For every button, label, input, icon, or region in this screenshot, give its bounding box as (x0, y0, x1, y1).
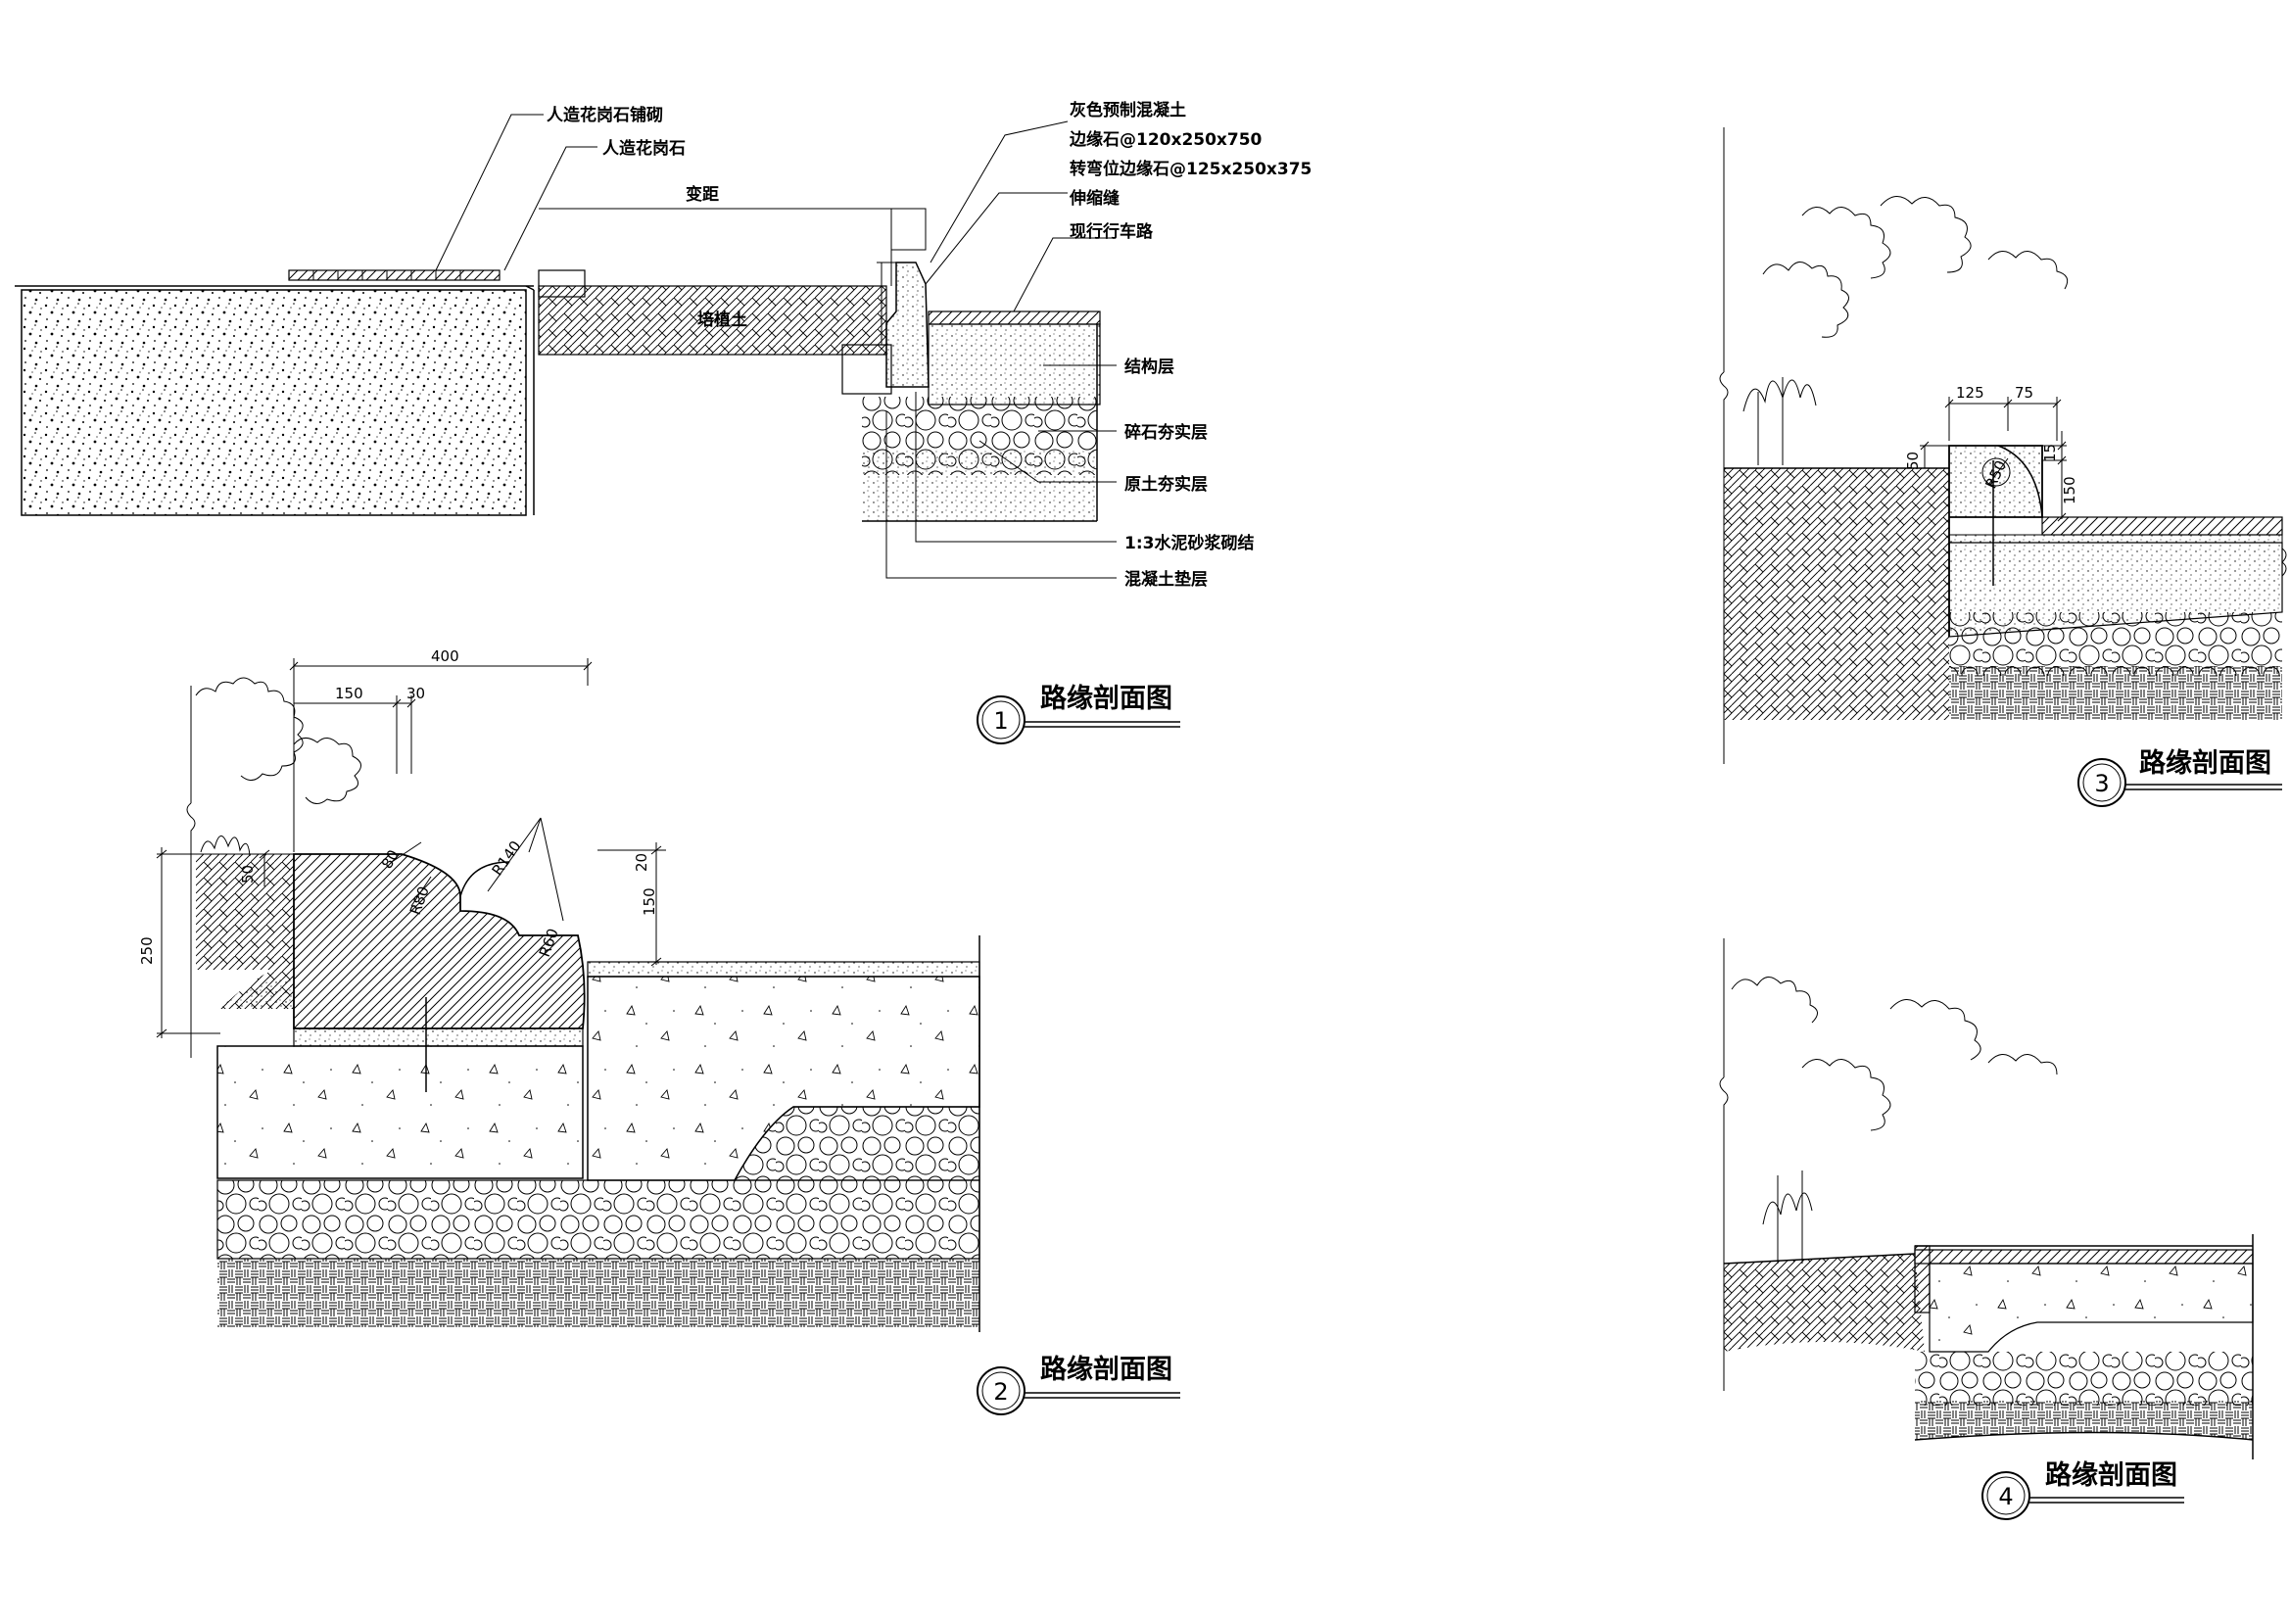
tree-foliage-3 (1762, 262, 1849, 338)
road-surface (928, 310, 1101, 325)
section-4-title-block: 4 路缘剖面图 (1981, 1459, 2184, 1520)
section-1-number: 1 (993, 707, 1008, 735)
section-3-number: 3 (2094, 770, 2109, 797)
label-expansion-joint: 伸缩缝 (1069, 188, 1120, 209)
gravel-layer-2 (216, 1179, 980, 1260)
label-planting-soil: 培植土 (697, 310, 747, 330)
tree-foliage-4 (1731, 977, 1818, 1024)
label-concrete-base: 混凝土垫层 (1124, 569, 1208, 590)
dim-400: 400 (431, 647, 459, 665)
gravel-layer-3 (1949, 612, 2282, 676)
section-3-drawing (1719, 127, 2287, 764)
section-1-title: 路缘剖面图 (1040, 683, 1172, 714)
section-3-title-block: 3 路缘剖面图 (2077, 747, 2282, 807)
dim-150-top: 150 (335, 685, 363, 702)
dim-125: 125 (1956, 384, 1984, 402)
section-2-title-block: 2 路缘剖面图 (977, 1354, 1180, 1415)
concrete-base-layer (216, 1045, 584, 1179)
section-1-labels: 人造花岗石铺砌 人造花岗石 变距 培植土 灰色预制混凝土 边缘石@120x250… (547, 100, 1312, 590)
section-4-number: 4 (1998, 1483, 2013, 1510)
section-2-title: 路缘剖面图 (1040, 1354, 1172, 1385)
dim-75: 75 (2015, 384, 2033, 402)
dim-20: 20 (633, 853, 650, 872)
dim-50: 50 (239, 865, 257, 884)
concrete-slab (21, 289, 527, 516)
road-surface-2 (587, 961, 980, 978)
shrub-outline (195, 677, 304, 781)
granite-paving-tiles (288, 269, 501, 281)
dim-150-3: 150 (2061, 476, 2078, 504)
label-variable-distance: 变距 (686, 184, 719, 205)
structural-layer (928, 323, 1101, 406)
label-gravel-layer: 碎石夯实层 (1124, 422, 1208, 443)
dim-150-right: 150 (641, 887, 658, 916)
section-2-drawing (156, 658, 980, 1332)
dim-radius-r140: R140 (489, 837, 525, 879)
native-soil-3 (1949, 666, 2282, 720)
dim-30: 30 (406, 685, 425, 702)
dim-250: 250 (138, 936, 156, 965)
label-soil-layer: 原土夯实层 (1124, 474, 1208, 495)
native-soil-2 (217, 1259, 979, 1327)
label-artificial-granite: 人造花岗石 (602, 138, 686, 159)
planting-soil-3 (1724, 468, 1949, 720)
precast-curb-stone (885, 262, 930, 388)
planting-soil-area (538, 285, 887, 356)
section-1-title-block: 1 路缘剖面图 (977, 683, 1180, 744)
road-surface-3 (2041, 516, 2283, 536)
dim-50-3: 50 (1904, 452, 1922, 470)
section-1-leaders (435, 114, 1117, 579)
section-4-title: 路缘剖面图 (2045, 1459, 2177, 1491)
label-curb-spec: 边缘石@120x250x750 (1069, 129, 1263, 150)
section-3-title: 路缘剖面图 (2139, 747, 2271, 779)
native-soil-4 (1915, 1401, 2253, 1440)
gravel-layer-4 (1915, 1352, 2253, 1406)
planting-soil-4 (1724, 1254, 1925, 1352)
label-mortar: 1:3水泥砂浆砌结 (1124, 533, 1254, 553)
section-2-number: 2 (993, 1378, 1008, 1406)
label-structural-layer: 结构层 (1124, 357, 1174, 377)
curb-body (293, 853, 586, 1029)
label-corner-curb-spec: 转弯位边缘石@125x250x375 (1070, 159, 1312, 179)
label-precast-concrete: 灰色预制混凝土 (1070, 100, 1186, 120)
section-4-drawing (1719, 938, 2254, 1459)
compacted-soil (862, 451, 1097, 521)
section-1-drawing (15, 208, 1101, 522)
road-surface-4 (1914, 1249, 2254, 1265)
label-existing-road: 现行行车路 (1070, 221, 1154, 242)
label-artificial-granite-paving: 人造花岗石铺砌 (547, 105, 663, 125)
base-layer-4 (1929, 1263, 2254, 1353)
dim-15: 15 (2041, 444, 2059, 462)
